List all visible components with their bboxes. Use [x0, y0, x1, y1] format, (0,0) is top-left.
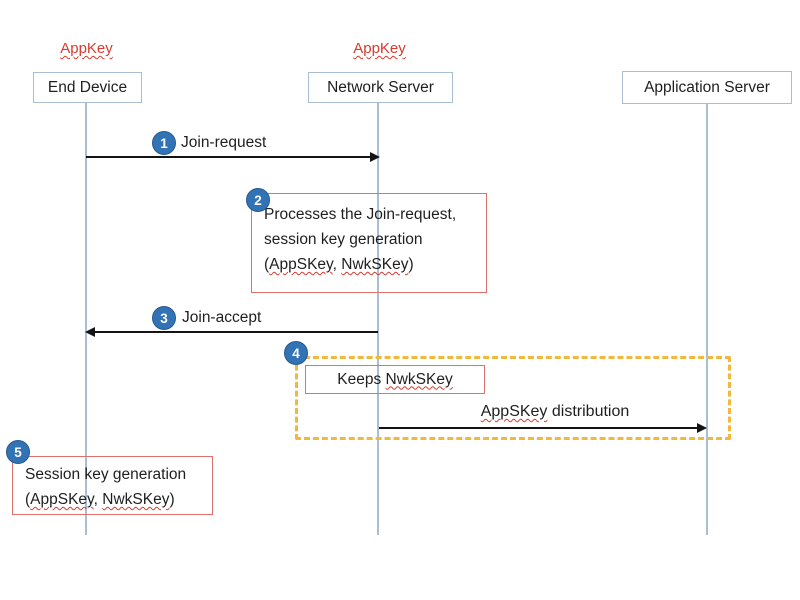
step-5-badge: 5	[6, 440, 30, 464]
end-device-appkey-label: AppKey	[33, 40, 140, 57]
join-request-label: Join-request	[181, 134, 267, 151]
nwkskey-term: NwkSKey	[385, 370, 453, 388]
keeps-nwkskey-note: Keeps NwkSKey	[305, 365, 485, 394]
note-line: (AppSKey, NwkSKey)	[25, 491, 175, 508]
appskey-distribution-arrow	[379, 427, 698, 429]
appskey-term: AppSKey	[480, 403, 548, 420]
join-accept-arrow	[93, 331, 378, 333]
step-2-badge: 2	[246, 188, 270, 212]
appskey-distribution-arrowhead	[697, 423, 707, 433]
actor-end-device-label: End Device	[47, 78, 128, 96]
join-accept-arrowhead	[85, 327, 95, 337]
nwkskey-term: NwkSKey	[341, 256, 409, 273]
actor-application-server-label: Application Server	[644, 78, 770, 96]
actor-network-server: Network Server	[308, 72, 453, 103]
network-server-lifeline	[377, 101, 379, 535]
join-request-arrow	[86, 156, 371, 158]
end-device-lifeline	[85, 101, 87, 535]
join-request-arrowhead	[370, 152, 380, 162]
join-accept-label: Join-accept	[182, 309, 262, 326]
note-line: Session key generation	[25, 466, 187, 483]
note-line: (AppSKey, NwkSKey)	[264, 256, 414, 273]
application-server-lifeline	[706, 102, 708, 535]
note-line: Processes the Join-request,	[264, 206, 457, 223]
appskey-term: AppSKey	[30, 491, 94, 508]
step-4-badge: 4	[284, 341, 308, 365]
session-key-generation-note: Session key generation (AppSKey, NwkSKey…	[12, 456, 213, 515]
actor-network-server-label: Network Server	[327, 78, 434, 96]
key-distribution-group-box	[295, 356, 731, 440]
appskey-term: AppSKey	[269, 256, 333, 273]
step-1-badge: 1	[152, 131, 176, 155]
note-line: Keeps NwkSKey	[337, 370, 453, 388]
nwkskey-term: NwkSKey	[102, 491, 170, 508]
actor-end-device: End Device	[33, 72, 142, 103]
process-join-request-note: Processes the Join-request, session key …	[251, 193, 487, 293]
appkey-text: AppKey	[60, 40, 113, 57]
appkey-text: AppKey	[353, 40, 406, 57]
step-3-badge: 3	[152, 306, 176, 330]
appskey-distribution-label: AppSKey distribution	[480, 403, 630, 420]
actor-application-server: Application Server	[622, 71, 792, 104]
note-line: session key generation	[264, 231, 423, 248]
network-server-appkey-label: AppKey	[308, 40, 451, 57]
